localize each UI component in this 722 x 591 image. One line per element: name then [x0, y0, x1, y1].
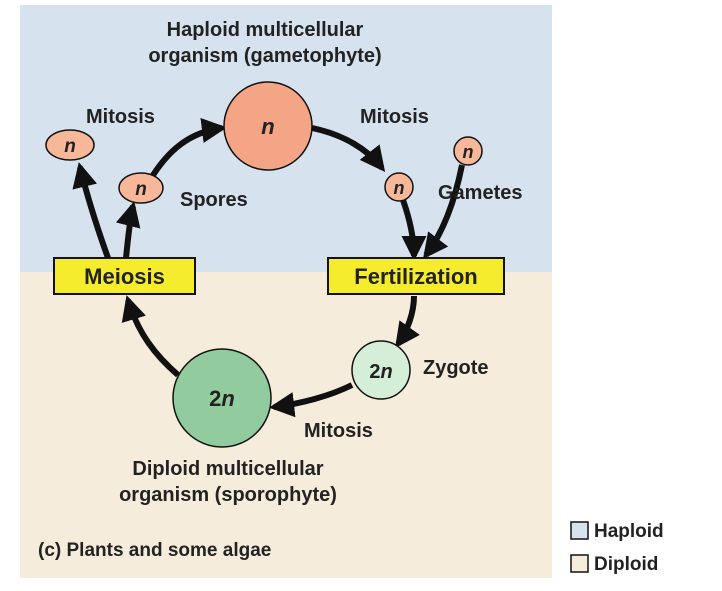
arrow-zygote-to-sporophyte [268, 382, 354, 418]
zygote-ploidy: 2n [369, 361, 392, 383]
mitosis-bottom-label: Mitosis [304, 420, 373, 442]
mitosis-right-label: Mitosis [360, 106, 429, 128]
mitosis-left-label: Mitosis [86, 106, 155, 128]
gametes-label: Gametes [438, 182, 523, 204]
gametophyte-cell [223, 81, 313, 171]
zygote-ploidy-number: 2 [369, 361, 380, 383]
mitosis-left-ploidy: n [64, 136, 76, 157]
sporophyte-ploidy-n: n [221, 386, 234, 411]
zygote-label: Zygote [423, 357, 489, 379]
gamete-cell-2 [453, 136, 483, 166]
arrow-fertilization-to-zygote [395, 295, 420, 349]
legend-haploid-label: Haploid [594, 521, 664, 542]
gamete-1-ploidy: n [394, 178, 405, 198]
arrow-meiosis-to-mitosis-cell [72, 162, 111, 260]
sporophyte-title-line2: organism (sporophyte) [119, 484, 337, 506]
arrow-gametophyte-to-gamete [311, 125, 386, 172]
fertilization-label: Fertilization [354, 264, 477, 289]
gametophyte-ploidy: n [261, 114, 274, 139]
arrow-sporophyte-to-meiosis [121, 295, 180, 378]
sporophyte-ploidy-number: 2 [209, 386, 221, 411]
sporophyte-ploidy: 2n [209, 386, 235, 411]
gametophyte-title-line1: Haploid multicellular [167, 19, 364, 41]
meiosis-box [53, 257, 196, 295]
spore-cell [118, 172, 164, 204]
meiosis-label: Meiosis [84, 264, 165, 289]
figure-caption: (c) Plants and some algae [38, 540, 271, 561]
spore-ploidy: n [135, 179, 147, 200]
sporophyte-title-line1: Diploid multicellular [132, 458, 323, 480]
fertilization-box [327, 257, 505, 295]
sporophyte-cell [172, 348, 272, 448]
diploid-region [20, 272, 552, 578]
arrow-meiosis-to-spore [115, 201, 141, 259]
mitosis-left-cell [45, 129, 95, 161]
legend-diploid-swatch [570, 554, 589, 573]
zygote-ploidy-n: n [380, 361, 392, 383]
gamete-cell-1 [384, 172, 414, 202]
legend-haploid-swatch [570, 521, 589, 540]
gametophyte-title-line2: organism (gametophyte) [148, 45, 381, 67]
gamete-2-ploidy: n [463, 142, 474, 162]
arrow-spore-to-gametophyte [147, 118, 228, 182]
zygote-cell [351, 340, 411, 400]
legend-diploid-label: Diploid [594, 554, 658, 575]
spores-label: Spores [180, 189, 248, 211]
arrow-gamete2-to-fertilization [422, 164, 465, 260]
arrow-gamete-to-fertilization [400, 199, 427, 262]
